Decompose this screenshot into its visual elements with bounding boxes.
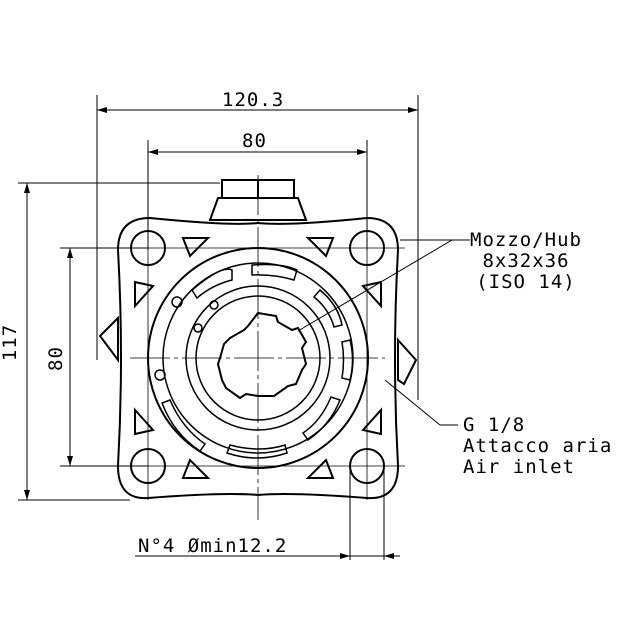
- hub-callout: Mozzo/Hub 8x32x36 (ISO 14): [470, 230, 582, 293]
- dimension-overall-width: 120.3: [222, 89, 285, 111]
- hub-standard: (ISO 14): [476, 271, 576, 293]
- dimension-arrows: [24, 107, 418, 559]
- air-label-en: Air inlet: [463, 456, 575, 478]
- air-callout: G 1/8 Attacco aria Air inlet: [463, 415, 612, 478]
- dimension-hole-spacing-vertical: 80: [44, 346, 67, 371]
- dimension-hole-spacing-horizontal: 80: [242, 130, 267, 152]
- flange-body: [98, 179, 418, 500]
- hub-spec: 8x32x36: [482, 250, 570, 272]
- air-label-it: Attacco aria: [463, 435, 613, 457]
- dimension-lines: [18, 95, 470, 560]
- dimension-overall-height: 117: [0, 323, 22, 362]
- holes-note: N°4 Ømin12.2: [138, 535, 288, 557]
- air-thread: G 1/8: [463, 414, 526, 436]
- hub-label: Mozzo/Hub: [470, 229, 582, 251]
